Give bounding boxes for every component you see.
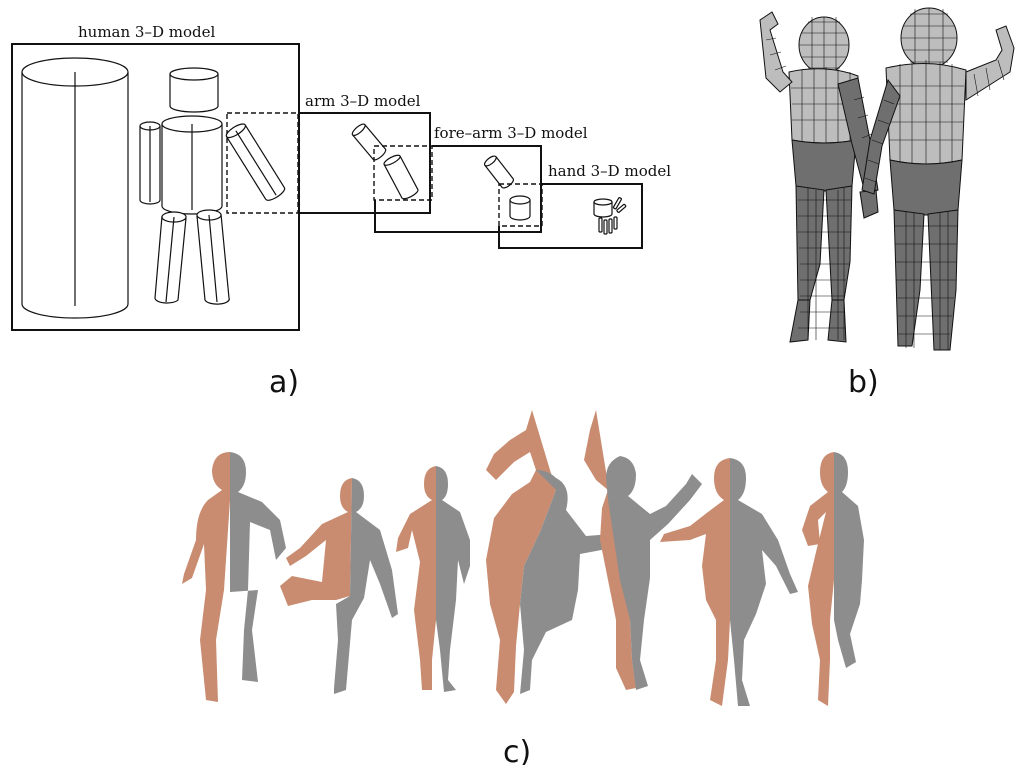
human-body-cylinder bbox=[22, 58, 128, 318]
body-figure-7 bbox=[802, 452, 864, 706]
human-model-label: human 3–D model bbox=[78, 23, 215, 41]
body-figure-2 bbox=[280, 478, 398, 694]
torso-cylinder bbox=[162, 116, 222, 214]
hand-detail-cylinders bbox=[594, 197, 626, 234]
mesh-figure-right bbox=[862, 8, 1014, 350]
left-leg-cylinder bbox=[155, 212, 186, 303]
panel-b-meshes: b) bbox=[760, 8, 1014, 400]
forearm-model-label: fore–arm 3–D model bbox=[434, 124, 588, 142]
right-arm-cylinder bbox=[224, 122, 286, 203]
arm-model-label: arm 3–D model bbox=[305, 92, 421, 110]
body-figure-1 bbox=[182, 452, 286, 702]
left-arm-cylinder bbox=[140, 122, 160, 204]
caption-b: b) bbox=[848, 365, 879, 400]
head-cylinder bbox=[170, 68, 218, 112]
body-figure-5 bbox=[584, 410, 702, 690]
body-figure-3 bbox=[396, 466, 470, 692]
right-leg-cylinder bbox=[197, 210, 229, 304]
hand-cylinder bbox=[510, 196, 530, 220]
hand-model-label: hand 3–D model bbox=[548, 162, 671, 180]
panel-c-bodies: c) bbox=[182, 410, 864, 765]
panel-a-diagram: human 3–D model bbox=[12, 23, 671, 400]
caption-c: c) bbox=[503, 735, 531, 765]
upper-arm-cylinder bbox=[351, 122, 388, 161]
mesh-figure-left bbox=[760, 12, 878, 342]
caption-a: a) bbox=[269, 365, 299, 400]
forearm-cylinder bbox=[383, 153, 420, 200]
